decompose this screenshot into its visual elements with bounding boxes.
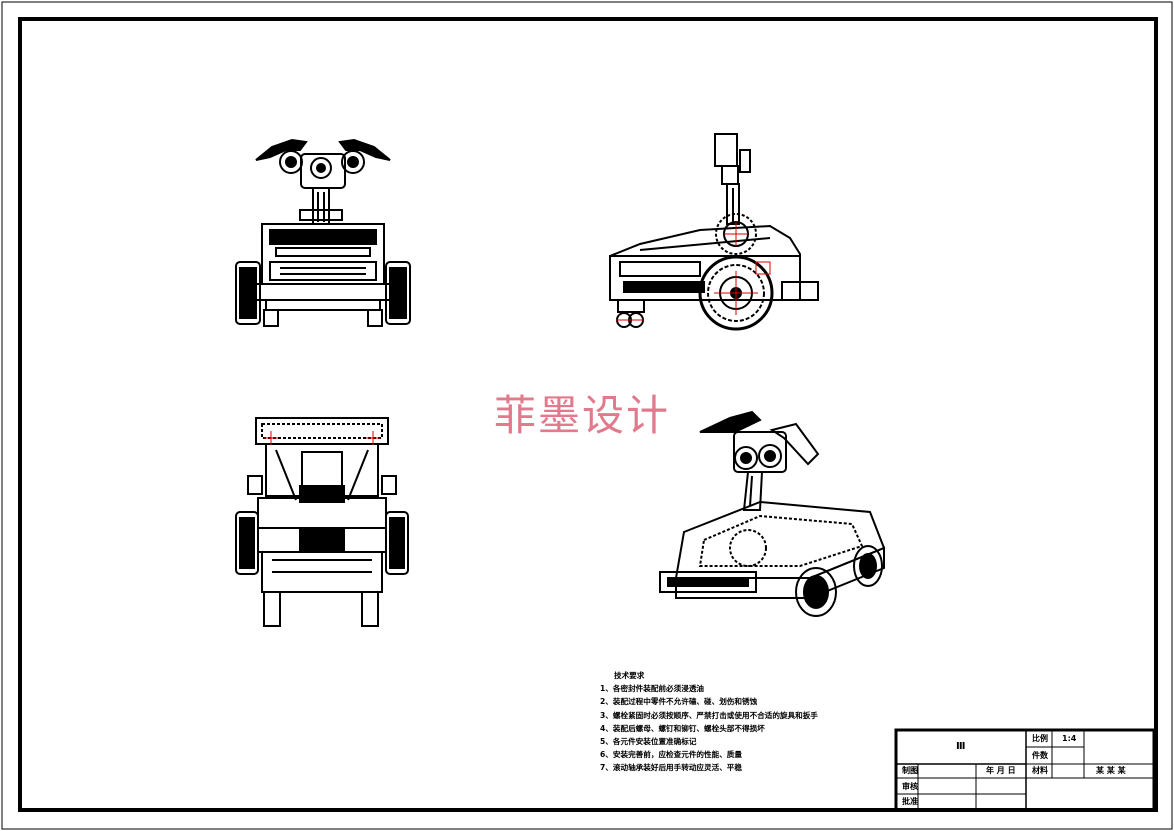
designer-label: 制图 [902, 766, 918, 775]
isometric-view [659, 410, 886, 617]
front-view [235, 138, 411, 327]
watermark-text: 菲墨设计 [494, 391, 671, 440]
side-view-centerlines [616, 222, 771, 321]
drawing-frame [18, 17, 1158, 812]
approver-label: 批准 [902, 797, 918, 806]
checker-label: 审核 [902, 782, 918, 791]
note-item: 5、各元件安装位置准确标记 [600, 737, 697, 747]
note-item: 2、装配过程中零件不允许磕、碰、划伤和锈蚀 [600, 697, 758, 707]
top-view [235, 417, 409, 627]
side-view [609, 133, 819, 331]
note-item: 4、装配后螺母、螺钉和铆钉、螺栓头部不得损坏 [600, 723, 765, 733]
top-view-centerlines [264, 431, 380, 445]
title-block [894, 728, 1156, 812]
technical-notes: 技术要求 1、各密封件装配前必须浸透油 2、装配过程中零件不允许磕、碰、划伤和锈… [600, 669, 818, 775]
material-label: 材料 [1032, 766, 1048, 775]
note-item: 7、滚动轴承装好后用手转动应灵活、平稳 [600, 763, 742, 773]
notes-title: 技术要求 [614, 671, 645, 680]
note-item: 1、各密封件装配前必须浸透油 [600, 684, 705, 694]
note-item: 6、安装完善前，应检查元件的性能、质量 [600, 750, 742, 760]
note-item: 3、螺栓紧固时必须按顺序、严禁打击或使用不合适的旋具和扳手 [600, 710, 818, 720]
quantity-label: 件数 [1032, 751, 1048, 760]
scale-value: 1:4 [1062, 734, 1077, 743]
date-label: 年 月 日 [986, 766, 1016, 775]
drawing-name: Ⅲ [956, 741, 966, 752]
scale-label: 比例 [1032, 734, 1048, 743]
company-name: 某 某 某 [1096, 766, 1126, 775]
